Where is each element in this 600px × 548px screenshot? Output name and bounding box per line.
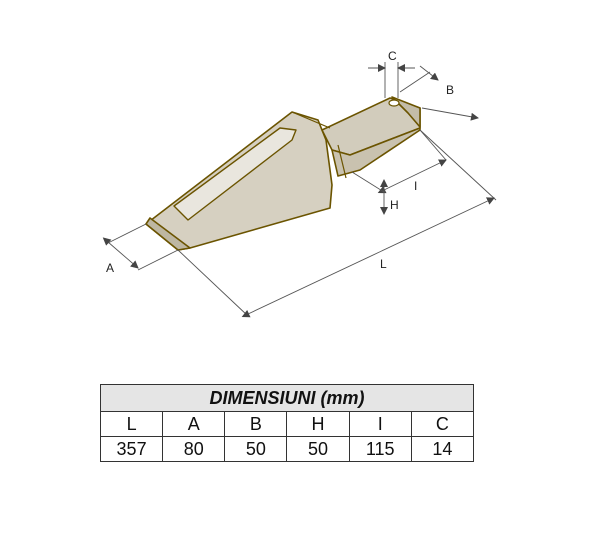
table-row: 357 80 50 50 115 14 (99, 436, 475, 462)
dimensions-table: DIMENSIUNI (mm) L A B H I C 357 80 50 50… (99, 384, 475, 462)
header-h: H (286, 411, 350, 437)
header-b: B (224, 411, 288, 437)
value-l: 357 (99, 436, 164, 462)
tooth-drawing: C B I H A L (102, 49, 497, 318)
dimension-labels: C B I H A L (106, 49, 454, 275)
label-b: B (446, 83, 454, 97)
table-header-row: L A B H I C (99, 411, 475, 437)
value-c: 14 (410, 436, 475, 462)
value-i: 115 (348, 436, 412, 462)
label-i: I (414, 179, 417, 193)
label-l: L (380, 257, 387, 271)
label-a: A (106, 261, 114, 275)
value-b: 50 (224, 436, 288, 462)
header-a: A (162, 411, 226, 437)
value-h: 50 (286, 436, 350, 462)
header-c: C (410, 411, 475, 437)
dimension-lines (102, 62, 497, 318)
label-h: H (390, 198, 399, 212)
value-a: 80 (162, 436, 226, 462)
bucket-tooth (145, 96, 421, 251)
table-title: DIMENSIUNI (mm) (100, 384, 474, 412)
label-c: C (388, 49, 397, 63)
header-i: I (348, 411, 412, 437)
header-l: L (99, 411, 164, 437)
